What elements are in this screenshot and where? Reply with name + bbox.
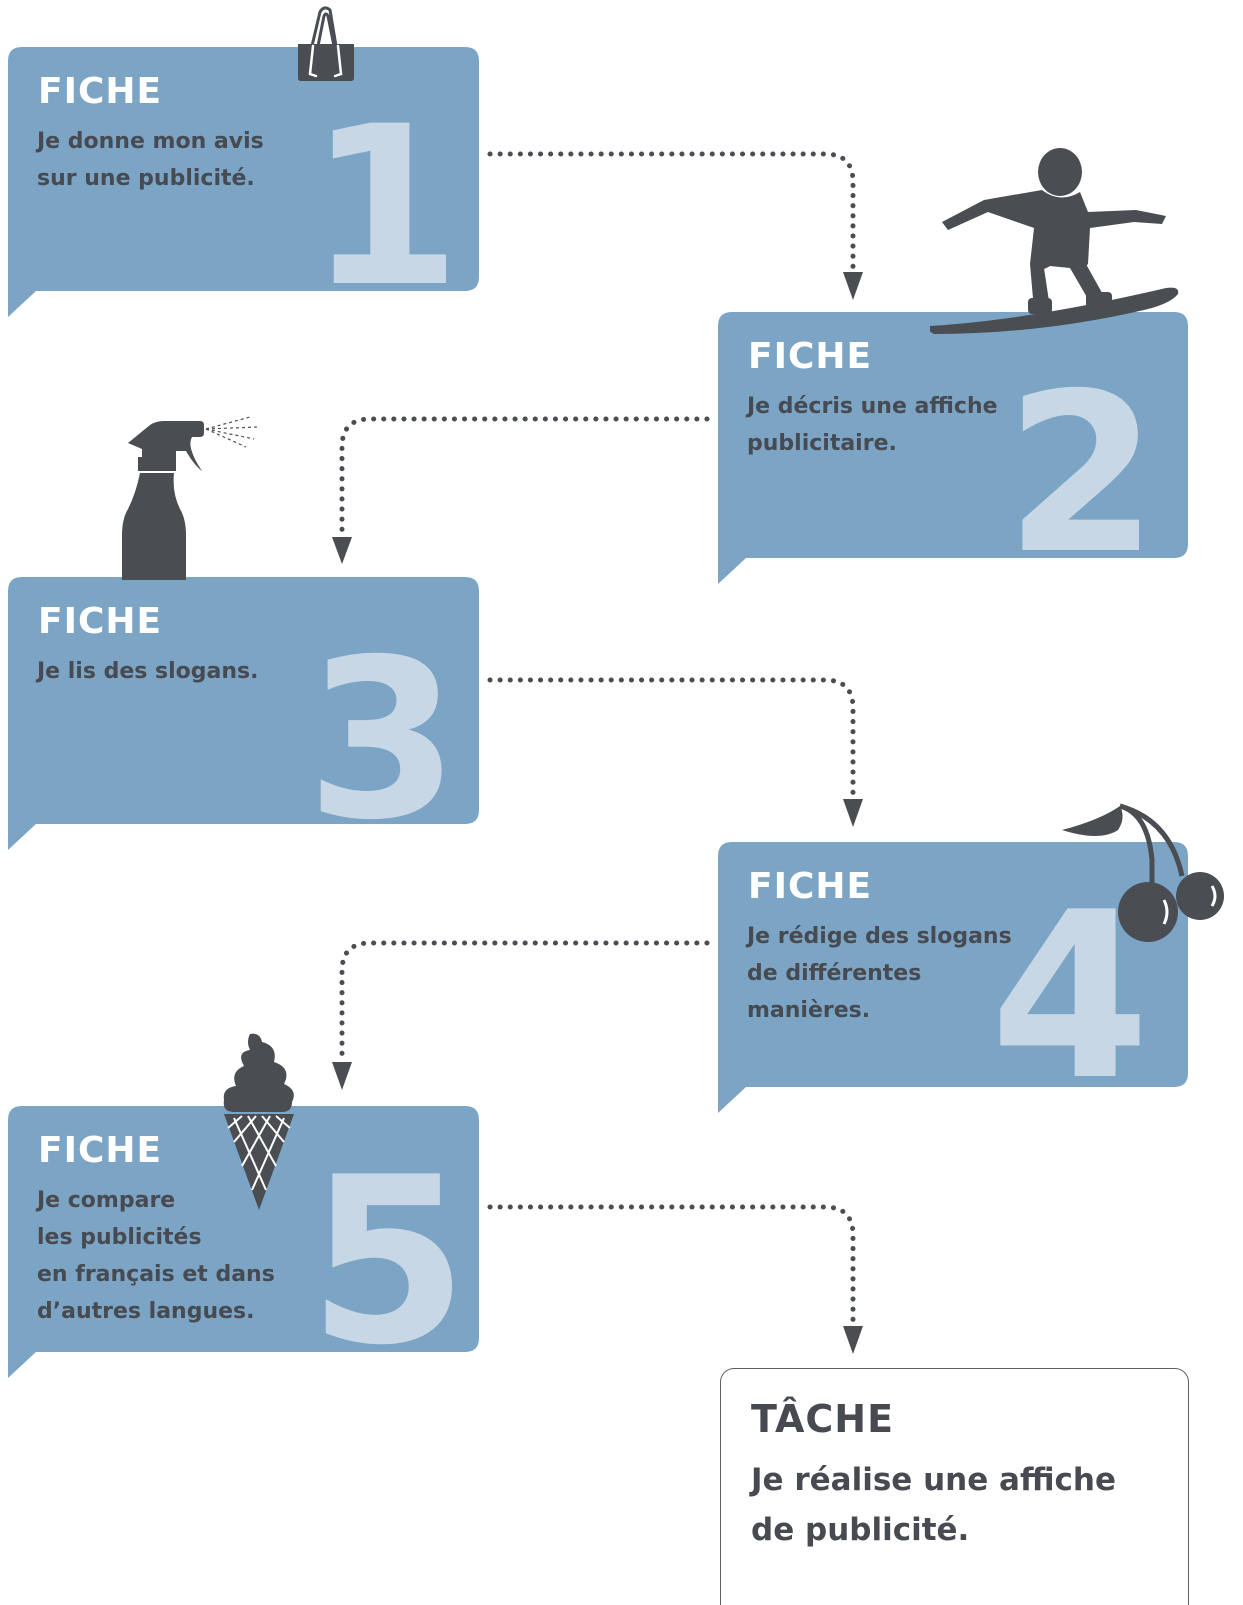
card-description: Je décris une affiche publicitaire.	[747, 394, 998, 456]
card-bubble	[718, 842, 1188, 1113]
binder-clip-icon	[298, 6, 354, 81]
fiche-card-5: 5 FICHE Je compare les publicités en fra…	[8, 1106, 479, 1378]
fiche-card-2: 2 FICHE Je décris une affiche publicitai…	[718, 312, 1188, 584]
card-title: FICHE	[38, 71, 163, 112]
card-number: 2	[1005, 346, 1159, 584]
card-number: 1	[308, 79, 462, 317]
card-bubble	[8, 47, 479, 317]
snowboarder-icon	[930, 148, 1179, 334]
card-title: FICHE	[748, 866, 873, 907]
fiche-card-4: 4 FICHE Je rédige des slogans de différe…	[718, 842, 1188, 1113]
arrowhead-4	[332, 1062, 352, 1090]
task-title: TÂCHE	[751, 1397, 895, 1441]
task-box: TÂCHE Je réalise une affiche de publicit…	[720, 1368, 1189, 1605]
card-bubble	[8, 577, 479, 850]
card-description: Je donne mon avis sur une publicité.	[37, 129, 264, 191]
card-title: FICHE	[748, 336, 873, 377]
card-description: Je lis des slogans.	[37, 659, 259, 684]
card-bubble	[8, 1106, 479, 1378]
connector-5-task	[487, 1204, 856, 1325]
card-description: Je compare les publicités en français et…	[37, 1188, 275, 1324]
connector-2-3	[339, 416, 710, 535]
card-number: 3	[306, 612, 460, 850]
card-title: FICHE	[38, 1130, 163, 1171]
arrowhead-1	[843, 272, 863, 300]
spray-bottle-icon	[122, 416, 259, 580]
ice-cream-cone-icon	[223, 1033, 294, 1210]
connector-3-4	[487, 677, 856, 798]
cherries-icon	[1062, 803, 1224, 942]
fiche-card-1: 1 FICHE Je donne mon avis sur une public…	[8, 47, 479, 317]
arrowhead-3	[843, 799, 863, 827]
card-title: FICHE	[38, 601, 163, 642]
connector-4-5	[339, 940, 710, 1060]
task-description: Je réalise une affiche de publicité.	[751, 1462, 1117, 1548]
card-description: Je rédige des slogans de différentes man…	[747, 924, 1012, 1023]
card-bubble	[718, 312, 1188, 584]
arrowhead-2	[332, 537, 352, 564]
fiche-card-3: 3 FICHE Je lis des slogans.	[8, 577, 479, 850]
arrowhead-5	[843, 1326, 863, 1354]
card-number: 5	[308, 1129, 469, 1378]
connector-1-2	[487, 151, 856, 271]
